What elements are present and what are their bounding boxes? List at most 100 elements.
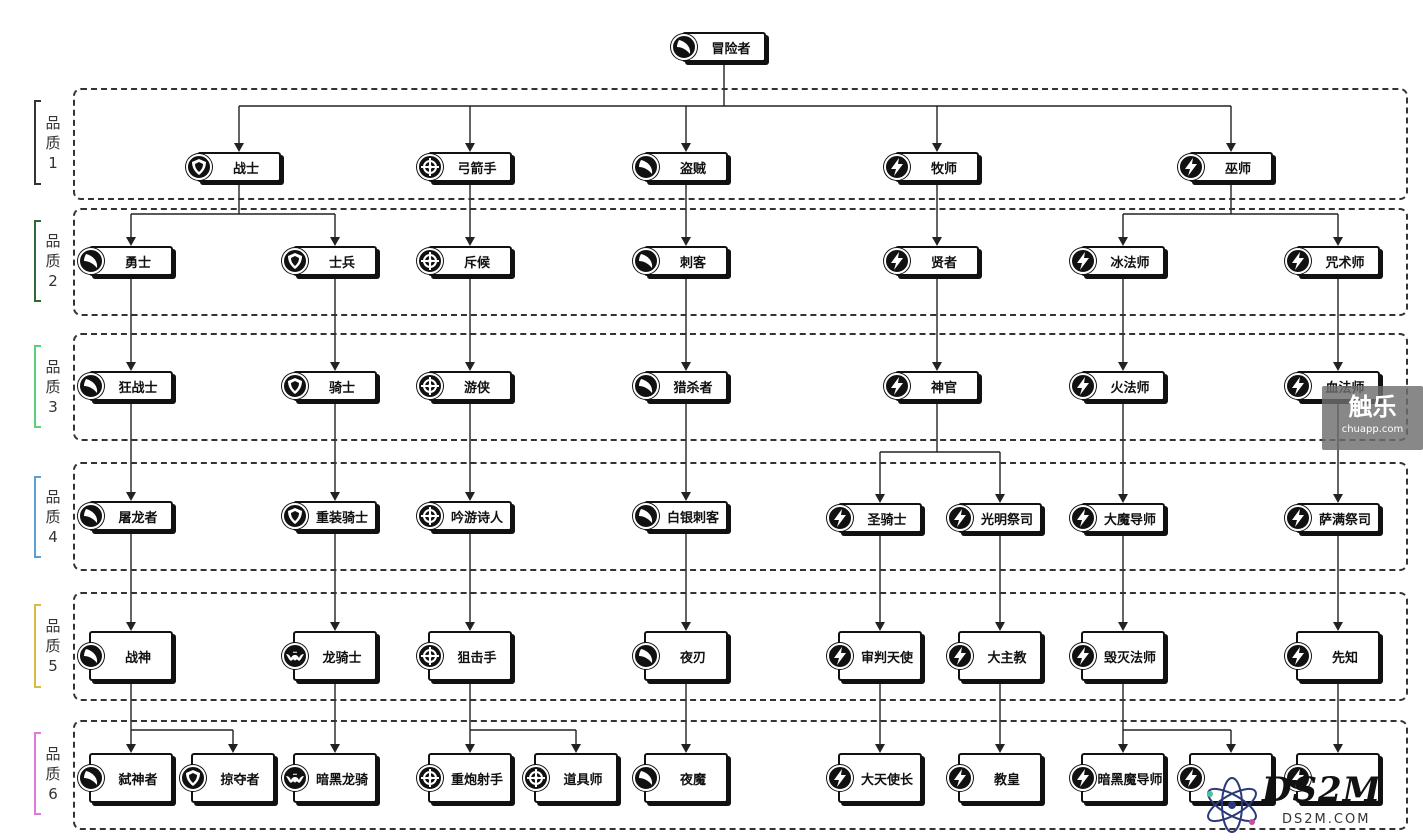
arrowhead — [1333, 494, 1343, 503]
lightning-icon — [827, 765, 853, 791]
class-node-dragonknight: 龙骑士 — [282, 631, 377, 681]
tier-label-char: 6 — [48, 784, 58, 803]
tier-label-char: 质 — [45, 252, 61, 270]
class-node-archangel: 大天使长 — [827, 753, 922, 803]
class-node-label: 战神 — [124, 650, 151, 666]
chuapp-watermark: 触乐 chuapp.com — [1322, 386, 1423, 450]
lightning-icon — [1285, 248, 1311, 274]
tier-label-char: 质 — [45, 377, 61, 396]
arrowhead — [995, 744, 1005, 753]
class-node-dragonslayer: 屠龙者 — [78, 501, 173, 531]
shield-icon — [180, 765, 206, 791]
arrowhead — [1226, 744, 1236, 753]
watermark-title: 触乐 — [1348, 393, 1397, 421]
class-node-label: 大天使长 — [860, 772, 913, 788]
class-node-label: 火法师 — [1110, 380, 1150, 396]
class-node-hunter: 猎杀者 — [633, 371, 728, 401]
crosshair-icon — [523, 765, 549, 791]
class-node-heavyknight: 重装骑士 — [282, 501, 377, 531]
blade-icon — [78, 643, 104, 669]
arrowhead — [681, 622, 691, 631]
blade-icon — [633, 643, 659, 669]
arrowhead — [126, 237, 136, 246]
arrowhead — [228, 744, 238, 753]
tier-box-4 — [73, 462, 1408, 571]
tier-bracket-4 — [34, 476, 41, 558]
class-node-label: 夜魔 — [679, 772, 706, 788]
crosshair-icon — [417, 154, 443, 180]
class-node-sniper: 狙击手 — [417, 631, 512, 681]
lightning-icon — [947, 643, 973, 669]
class-node-label: 吟游诗人 — [450, 510, 503, 526]
watermark-logo: DS2M — [1262, 770, 1382, 810]
lightning-icon — [1285, 765, 1311, 791]
tier-bracket-1 — [34, 100, 41, 185]
class-node-paladin: 圣骑士 — [827, 503, 922, 533]
arrowhead — [571, 744, 581, 753]
class-node-cleric: 神官 — [884, 371, 979, 401]
arrowhead — [465, 622, 475, 631]
ds2m-watermark: DS2M DS2M.COM — [1200, 768, 1420, 838]
class-node-label: 猎杀者 — [673, 380, 713, 396]
lightning-icon — [1070, 765, 1096, 791]
arrowhead — [1118, 362, 1128, 371]
tier-label-char: 品 — [45, 744, 61, 763]
blade-icon — [671, 34, 697, 60]
blade-icon — [633, 503, 659, 529]
class-node-ranger: 游侠 — [417, 371, 512, 401]
arrowhead — [932, 237, 942, 246]
class-node-darkdragonknight: 暗黑龙骑 — [282, 753, 377, 803]
class-node-wargod: 战神 — [78, 631, 173, 681]
tier-label-char: 品 — [45, 488, 61, 506]
arrowhead — [995, 622, 1005, 631]
class-node-label: 毁灭法师 — [1103, 650, 1156, 666]
arrowhead — [681, 362, 691, 371]
class-node-label: 重装骑士 — [315, 510, 368, 526]
class-node-judgeangel: 审判天使 — [827, 631, 922, 681]
watermark-url: chuapp.com — [1341, 424, 1404, 435]
class-node-label: 狙击手 — [457, 650, 497, 666]
watermark-bottom-url: DS2M.COM — [1282, 812, 1371, 827]
crosshair-icon — [417, 643, 443, 669]
lightning-icon — [1285, 643, 1311, 669]
tier-box-1 — [73, 88, 1408, 200]
crosshair-icon — [417, 765, 443, 791]
arrowhead — [1118, 622, 1128, 631]
lightning-icon — [1070, 248, 1096, 274]
class-node-label: 重炮射手 — [450, 772, 503, 788]
arrowhead — [1118, 237, 1128, 246]
class-node-nightdemon: 夜魔 — [633, 753, 728, 803]
class-node-darkarchmage: 暗黑魔导师 — [1070, 753, 1165, 803]
lightning-icon — [1070, 373, 1096, 399]
class-node-berserker: 狂战士 — [78, 371, 173, 401]
class-node-label: 战士 — [232, 161, 259, 177]
class-node-scout: 斥候 — [417, 246, 512, 276]
arrowhead — [126, 362, 136, 371]
arrowhead — [932, 143, 942, 152]
class-node-label: 圣骑士 — [867, 512, 907, 528]
class-node-label: 大魔导师 — [1103, 512, 1156, 528]
class-node-label: 勇士 — [124, 255, 151, 271]
blade-icon — [633, 248, 659, 274]
arrowhead — [681, 143, 691, 152]
lightning-icon — [947, 505, 973, 531]
class-node-label: 先知 — [1331, 650, 1358, 666]
arrowhead — [1118, 744, 1128, 753]
arrowhead — [465, 143, 475, 152]
class-node-prophet: 先知 — [1285, 631, 1380, 681]
class-node-label: 暗黑龙骑 — [315, 772, 368, 788]
tier-label-char: 1 — [48, 153, 58, 172]
class-node-label: 巫师 — [1224, 161, 1251, 177]
class-node-warlock: 咒术师 — [1285, 246, 1380, 276]
class-node-label: 贤者 — [930, 255, 957, 271]
class-node-label: 游侠 — [463, 380, 490, 396]
class-node-label: 牧师 — [930, 161, 957, 177]
class-node-label: 教皇 — [993, 772, 1020, 788]
class-node-label: 萨满祭司 — [1318, 512, 1371, 528]
class-node-label: 暗黑魔导师 — [1097, 772, 1163, 788]
blade-icon — [78, 765, 104, 791]
tier-label-char: 质 — [45, 637, 61, 655]
lightning-icon — [827, 643, 853, 669]
